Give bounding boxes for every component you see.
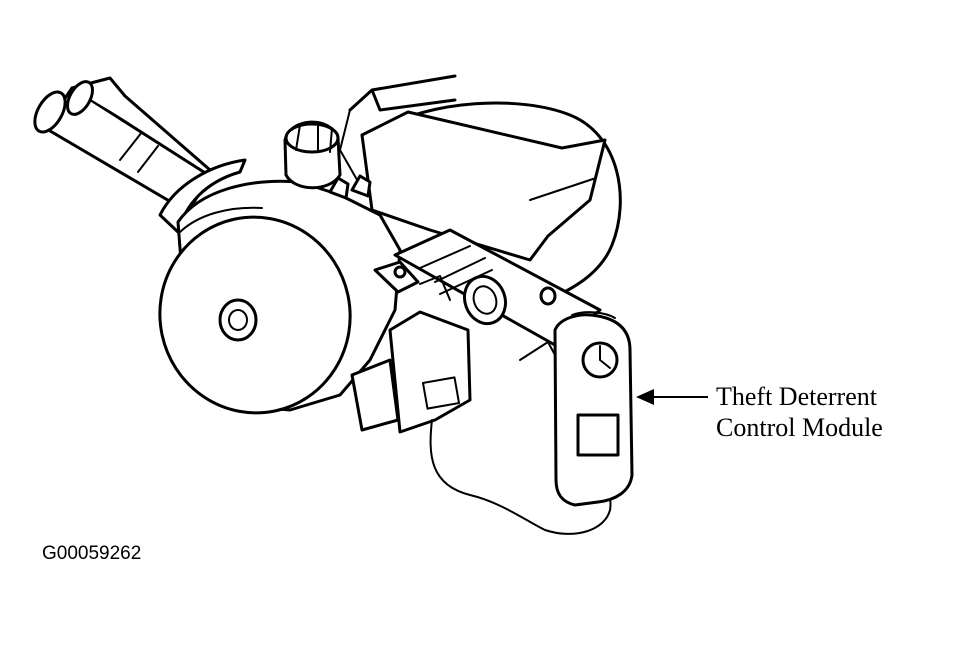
callout-label-line1: Theft Deterrent [716, 382, 877, 411]
key-cylinder [393, 228, 602, 361]
terminals [328, 174, 372, 200]
switch-disc [158, 206, 352, 415]
theft-deterrent-control-module [553, 311, 634, 507]
lever-stalk [33, 76, 212, 214]
wiring-harness [429, 419, 612, 535]
housing-block [360, 110, 607, 262]
figure-id: G00059262 [42, 543, 142, 564]
mount-bracket [373, 260, 451, 301]
connector-housing [350, 310, 472, 434]
callout-arrow [636, 389, 708, 405]
top-knob [283, 120, 342, 190]
callout-label-line2: Control Module [716, 413, 883, 442]
